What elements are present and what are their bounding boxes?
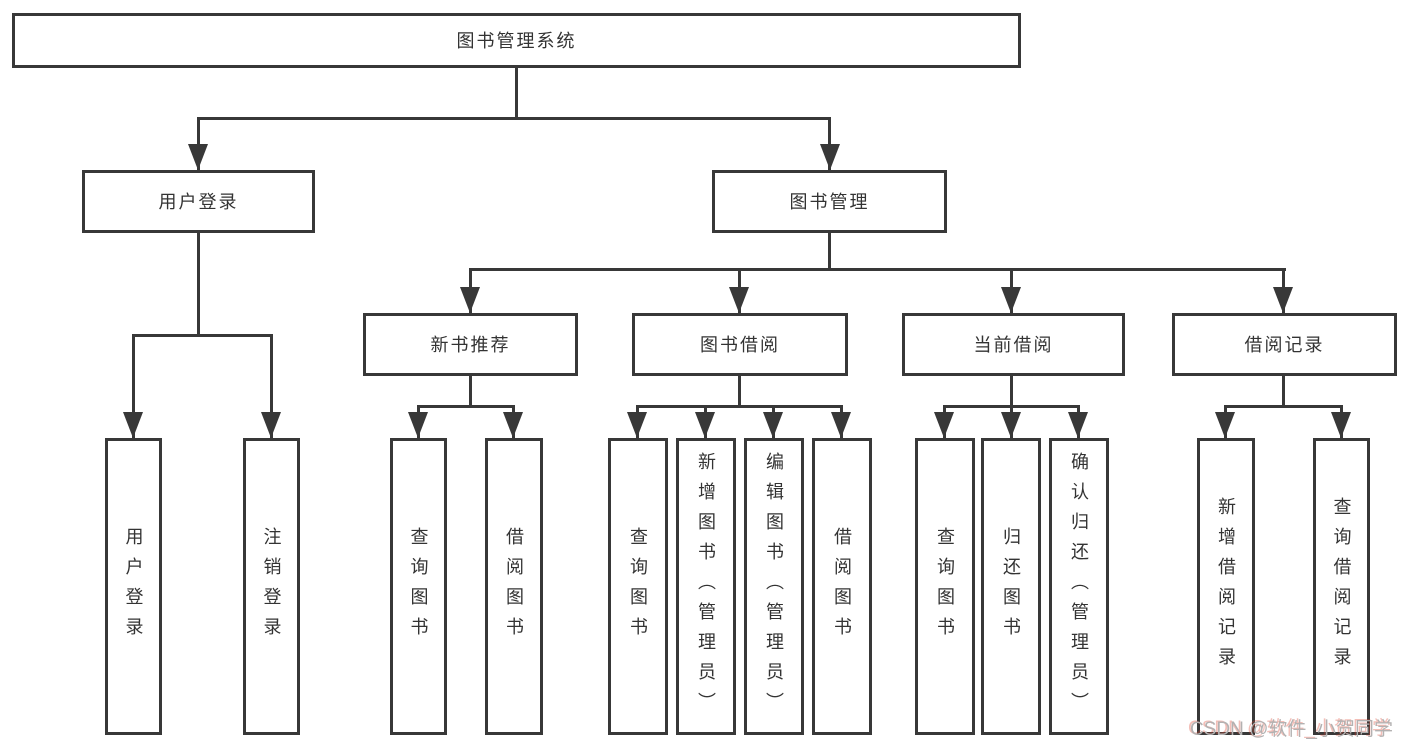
node-book-borrow-label: 图书借阅	[700, 334, 780, 355]
arrow-down-icon	[1215, 412, 1235, 438]
connector-drop-book-management	[828, 117, 831, 170]
leaf-user-login: 用户登录	[105, 438, 162, 735]
node-user-login-group: 用户登录	[82, 170, 315, 233]
leaf-bb-add-books-admin-label: 新增图书（管理员）	[696, 451, 716, 722]
arrow-down-icon	[261, 412, 281, 438]
connector-drop-leaf	[270, 334, 273, 438]
arrow-down-icon	[1273, 287, 1293, 313]
node-borrow-records-label: 借阅记录	[1244, 334, 1325, 355]
leaf-cb-confirm-return-admin: 确认归还（管理员）	[1049, 438, 1109, 735]
leaf-cb-query-books-label: 查询图书	[935, 526, 955, 647]
leaf-nbr-borrow-books: 借阅图书	[485, 438, 543, 735]
leaf-br-add-record-label: 新增借阅记录	[1216, 496, 1236, 677]
arrow-down-icon	[408, 412, 428, 438]
connector-section-stem	[469, 376, 472, 407]
node-user-login-group-label: 用户登录	[158, 191, 239, 212]
arrow-down-icon	[1001, 287, 1021, 313]
node-new-book-recommend-label: 新书推荐	[430, 334, 511, 355]
connector-mgmt-stem	[828, 233, 831, 270]
leaf-nbr-query-books-label: 查询图书	[408, 526, 429, 647]
connector-root-bus	[197, 117, 831, 120]
arrow-down-icon	[503, 412, 523, 438]
leaf-nbr-query-books: 查询图书	[390, 438, 447, 735]
leaf-bb-add-books-admin: 新增图书（管理员）	[676, 438, 736, 735]
arrow-down-icon	[695, 412, 715, 438]
node-book-borrow: 图书借阅	[632, 313, 848, 376]
arrow-down-icon	[123, 412, 143, 438]
leaf-cb-confirm-return-admin-label: 确认归还（管理员）	[1069, 451, 1089, 722]
arrow-down-icon	[763, 412, 783, 438]
leaf-br-add-record: 新增借阅记录	[1197, 438, 1255, 735]
leaf-bb-edit-books-admin-label: 编辑图书（管理员）	[764, 451, 784, 722]
connector-section-bus	[636, 405, 843, 408]
connector-login-stem	[197, 233, 200, 337]
node-book-management-label: 图书管理	[789, 191, 870, 212]
leaf-bb-query-books-label: 查询图书	[628, 526, 648, 647]
leaf-logout: 注销登录	[243, 438, 300, 735]
leaf-logout-label: 注销登录	[261, 526, 282, 647]
leaf-br-query-record: 查询借阅记录	[1313, 438, 1370, 735]
leaf-bb-borrow-books-label: 借阅图书	[832, 526, 852, 647]
node-root: 图书管理系统	[12, 13, 1021, 68]
arrow-down-icon	[934, 412, 954, 438]
connector-section-stem	[1010, 376, 1013, 407]
connector-root-stem	[515, 68, 518, 118]
node-book-management: 图书管理	[712, 170, 947, 233]
arrow-down-icon	[729, 287, 749, 313]
leaf-bb-edit-books-admin: 编辑图书（管理员）	[744, 438, 804, 735]
arrow-down-icon	[1331, 412, 1351, 438]
leaf-nbr-borrow-books-label: 借阅图书	[504, 526, 524, 647]
connector-mgmt-bus	[469, 268, 1286, 271]
connector-section-stem	[1282, 376, 1285, 407]
leaf-cb-return-books: 归还图书	[981, 438, 1041, 735]
arrow-down-icon	[460, 287, 480, 313]
node-current-borrow-label: 当前借阅	[973, 334, 1054, 355]
leaf-user-login-label: 用户登录	[123, 526, 144, 647]
arrow-down-icon	[627, 412, 647, 438]
node-new-book-recommend: 新书推荐	[363, 313, 578, 376]
node-current-borrow: 当前借阅	[902, 313, 1125, 376]
connector-section-bus	[417, 405, 515, 408]
leaf-br-query-record-label: 查询借阅记录	[1331, 496, 1352, 677]
connector-section-bus	[1224, 405, 1342, 408]
node-borrow-records: 借阅记录	[1172, 313, 1397, 376]
watermark: CSDN @软件_小贺同学	[1190, 719, 1393, 740]
leaf-bb-borrow-books: 借阅图书	[812, 438, 872, 735]
connector-drop-user-login	[197, 117, 200, 170]
arrow-down-icon	[1001, 412, 1021, 438]
connector-section-stem	[738, 376, 741, 407]
connector-login-bus	[132, 334, 273, 337]
leaf-cb-return-books-label: 归还图书	[1001, 526, 1021, 647]
connector-drop-leaf	[132, 334, 135, 438]
node-root-label: 图书管理系统	[456, 30, 577, 51]
arrow-down-icon	[820, 144, 840, 170]
arrow-down-icon	[1068, 412, 1088, 438]
leaf-bb-query-books: 查询图书	[608, 438, 668, 735]
arrow-down-icon	[831, 412, 851, 438]
arrow-down-icon	[188, 144, 208, 170]
leaf-cb-query-books: 查询图书	[915, 438, 975, 735]
